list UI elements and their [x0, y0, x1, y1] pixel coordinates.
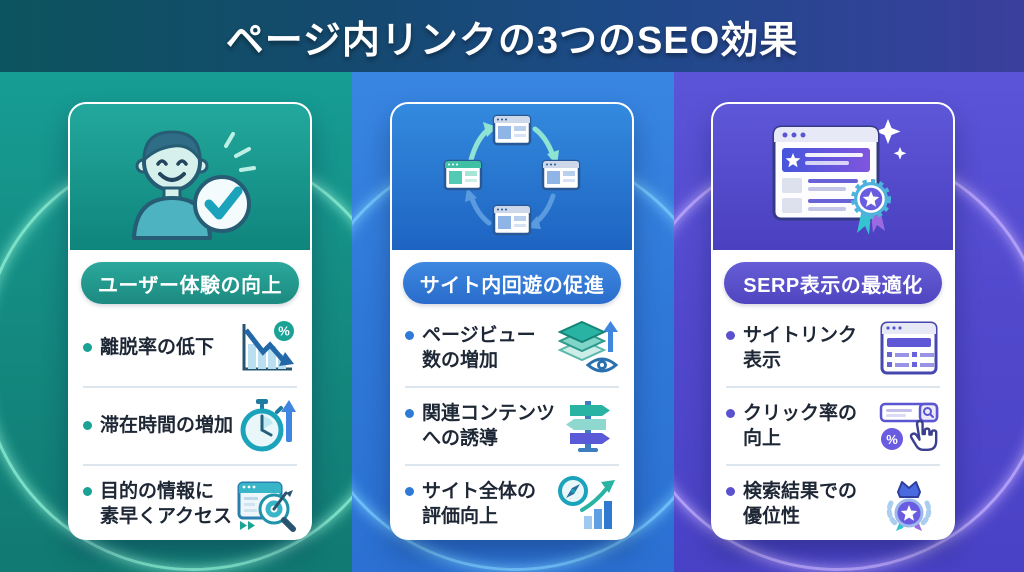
list-item: 離脱率の低下 %: [83, 310, 297, 386]
bullet-dot: [405, 486, 414, 496]
list-item: サイト全体の 評価向上: [405, 464, 619, 538]
list-item-text: サイト全体の 評価向上: [422, 480, 537, 527]
bullet-dot: [405, 330, 414, 340]
card-serp-optimization: SERP表示の最適化 サイトリンク 表示: [711, 102, 955, 540]
card-label-pill: SERP表示の最適化: [724, 262, 942, 304]
list-item-text: ページビュー 数の増加: [422, 324, 536, 371]
header-banner: ページ内リンクの3つのSEO効果: [0, 0, 1024, 72]
user-check-illustration-svg: [132, 130, 256, 240]
stopwatch-up-arrow-icon: [235, 397, 297, 455]
list-item-text: 離脱率の低下: [100, 337, 215, 359]
list-item: サイトリンク 表示: [726, 310, 940, 386]
search-result-award-illustration: [713, 104, 953, 250]
card-label-pill: サイト内回遊の促進: [403, 262, 621, 304]
bullet-dot: [83, 343, 92, 353]
benefit-list: ページビュー 数の増加: [392, 310, 632, 538]
page-cycle-illustration-svg: [443, 114, 581, 236]
browser-sitelinks-icon: [878, 319, 940, 377]
bullet-dot: [726, 408, 735, 418]
card-label-pill: ユーザー体験の向上: [81, 262, 299, 304]
crown-medal-icon: [878, 475, 940, 533]
bullet-dot: [726, 486, 735, 496]
list-item-text: 関連コンテンツ への誘導: [422, 402, 556, 449]
list-item-text: クリック率の 向上: [743, 402, 858, 449]
browser-target-search-icon: [235, 475, 297, 533]
list-item: 検索結果での 優位性: [726, 464, 940, 538]
user-with-checkmark-illustration: [70, 104, 310, 250]
list-item: クリック率の 向上 %: [726, 386, 940, 464]
list-item-text: 検索結果での 優位性: [743, 480, 858, 527]
page-title: ページ内リンクの3つのSEO効果: [225, 19, 799, 62]
serp-award-illustration-svg: [772, 119, 907, 235]
list-item: ページビュー 数の増加: [405, 310, 619, 386]
list-item-text: サイトリンク 表示: [743, 324, 858, 371]
compass-growth-chart-icon: [557, 475, 619, 533]
signpost-icon: [557, 397, 619, 455]
card-site-circulation: サイト内回遊の促進 ページビュー 数の増加: [390, 102, 634, 540]
bullet-dot: [83, 421, 92, 431]
bullet-dot: [726, 330, 735, 340]
linked-pages-cycle-illustration: [392, 104, 632, 250]
benefit-list: サイトリンク 表示: [713, 310, 953, 538]
benefit-list: 離脱率の低下 %: [70, 310, 310, 538]
layers-eye-up-arrow-icon: [557, 319, 619, 377]
svg-text:%: %: [278, 324, 290, 339]
card-user-experience: ユーザー体験の向上 離脱率の低下: [68, 102, 312, 540]
list-item: 関連コンテンツ への誘導: [405, 386, 619, 464]
list-item-text: 目的の情報に 素早くアクセス: [100, 480, 233, 527]
svg-text:%: %: [886, 432, 898, 447]
list-item: 目的の情報に 素早くアクセス: [83, 464, 297, 538]
list-item-text: 滞在時間の増加: [100, 415, 234, 437]
list-item: 滞在時間の増加: [83, 386, 297, 464]
bullet-dot: [405, 408, 414, 418]
bullet-dot: [83, 486, 92, 496]
declining-chart-percent-icon: %: [235, 319, 297, 377]
search-bar-click-percent-icon: %: [878, 397, 940, 455]
